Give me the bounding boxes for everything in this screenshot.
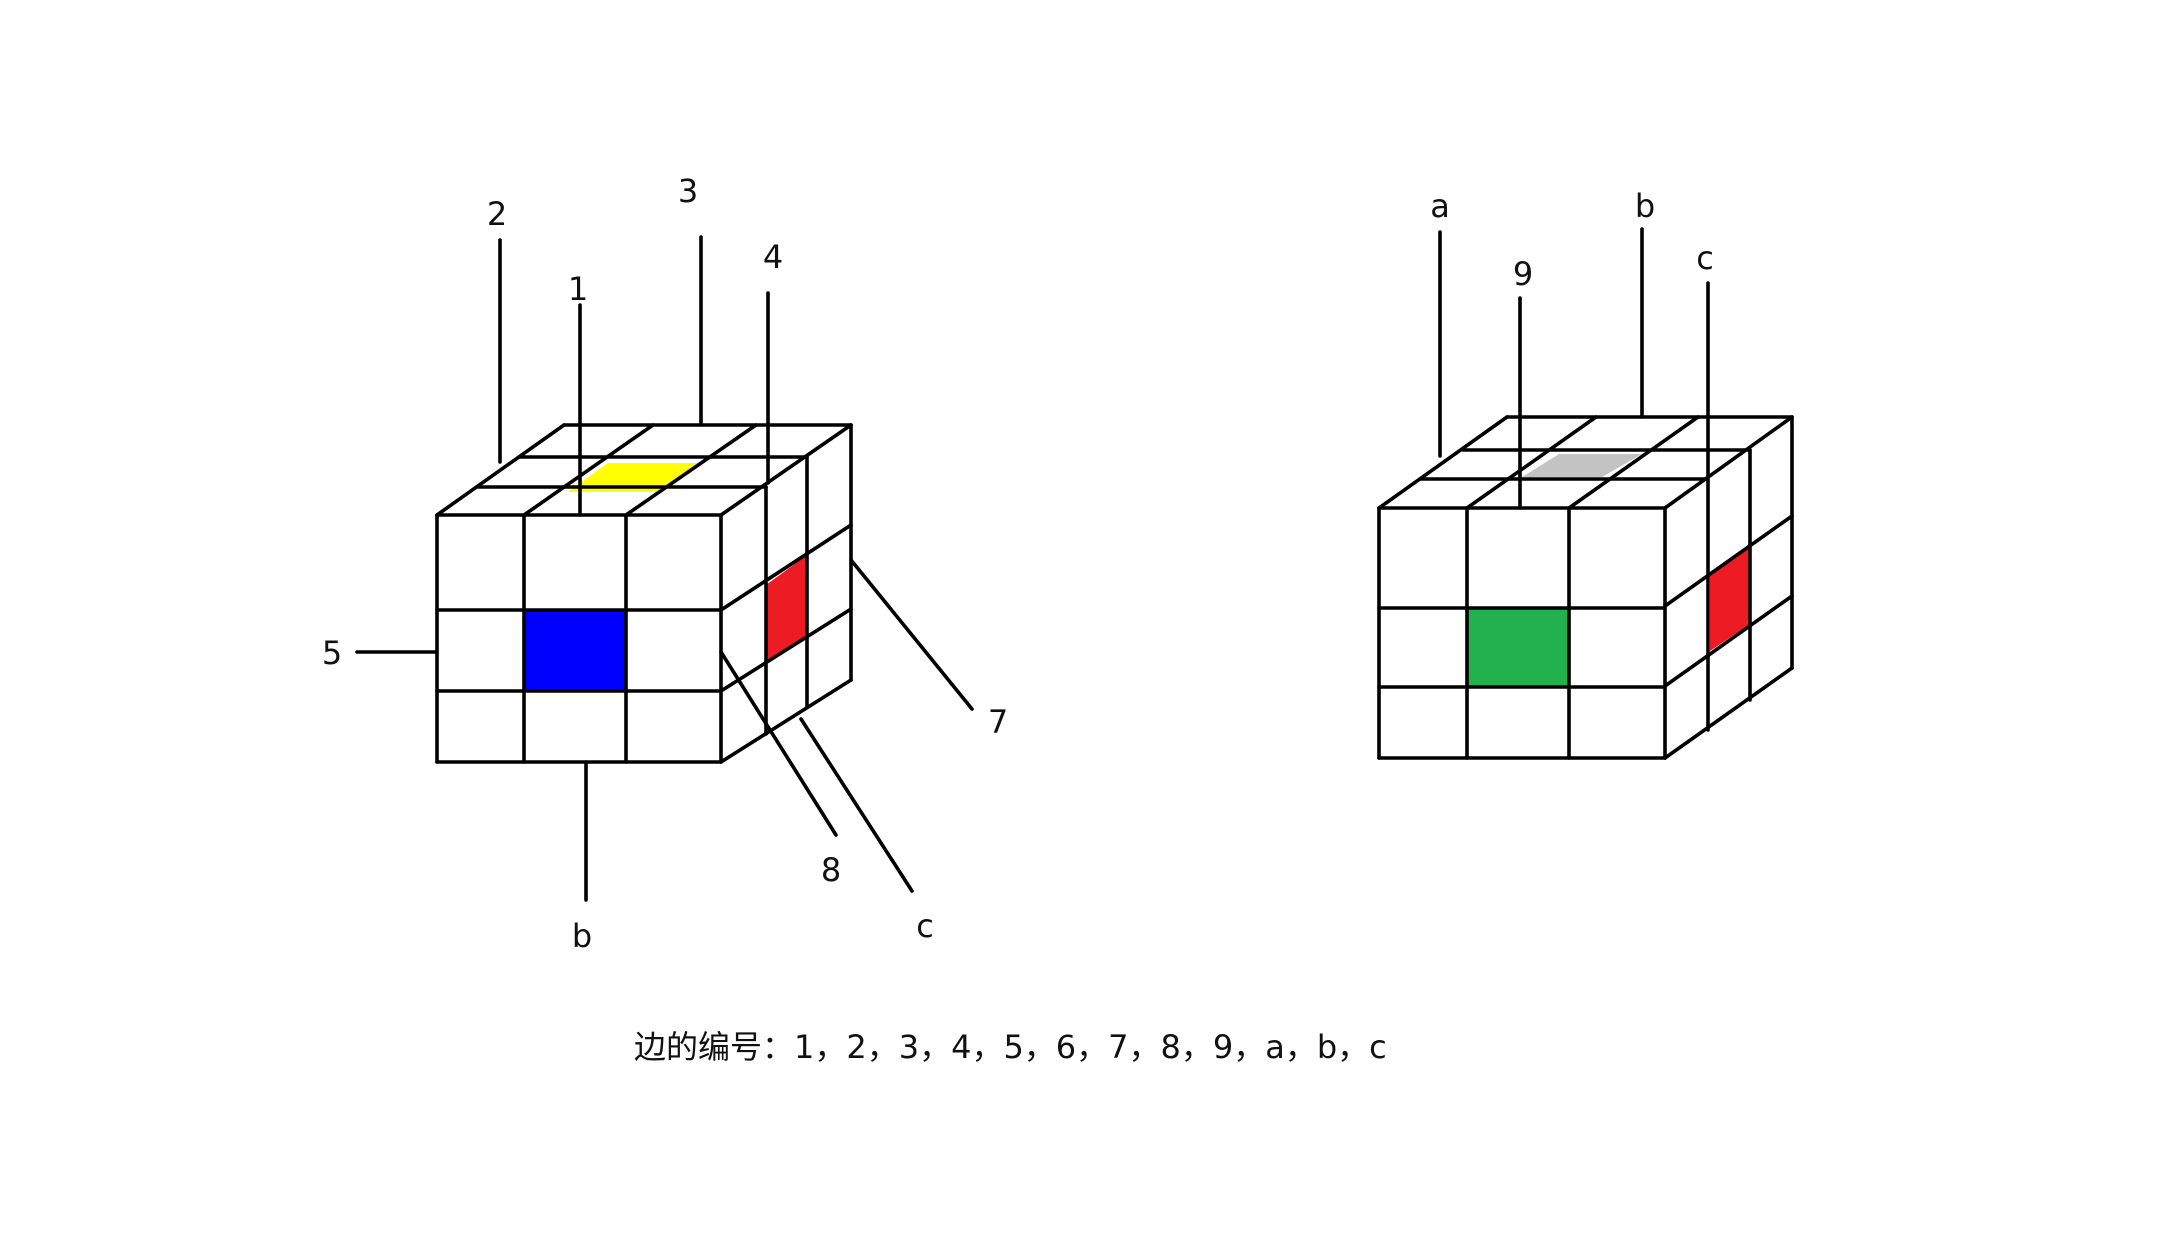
left-cube-leader-lines [355, 235, 974, 902]
leader-line-c [799, 717, 914, 893]
edge-label-a: a [1430, 187, 1450, 225]
edge-label-b-right: b [1635, 187, 1655, 225]
edge-label-c: c [916, 907, 934, 945]
edge-label-8: 8 [821, 851, 841, 889]
edge-label-3: 3 [678, 172, 698, 210]
edge-label-1: 1 [568, 270, 588, 308]
edge-label-4: 4 [763, 238, 783, 276]
side-center-red-facelet-right [1710, 546, 1750, 651]
right-cube-leader-lines [1438, 227, 1710, 510]
leader-line-7 [849, 558, 974, 711]
left-cube: 1 2 3 4 5 7 8 b c [322, 172, 1008, 955]
leader-line-8 [719, 650, 838, 837]
front-center-blue-facelet [524, 610, 626, 691]
top-center-gray-facelet [1522, 454, 1642, 477]
edge-label-c-right: c [1696, 239, 1714, 277]
edge-numbering-caption: 边的编号：1，2，3，4，5，6，7，8，9，a，b，c [634, 1028, 1387, 1066]
edge-label-2: 2 [487, 195, 507, 233]
edge-label-b: b [572, 917, 592, 955]
right-cube-grid [1377, 415, 1794, 760]
edge-label-7: 7 [988, 703, 1008, 741]
edge-label-9: 9 [1513, 255, 1533, 293]
left-cube-grid [435, 423, 853, 764]
left-cube-edge-labels: 1 2 3 4 5 7 8 b c [322, 172, 1008, 955]
right-cube: a 9 b c [1377, 187, 1794, 760]
edge-label-5: 5 [322, 634, 342, 672]
front-center-green-facelet [1467, 608, 1569, 687]
right-cube-edge-labels: a 9 b c [1430, 187, 1714, 293]
side-center-red-facelet [766, 555, 807, 663]
